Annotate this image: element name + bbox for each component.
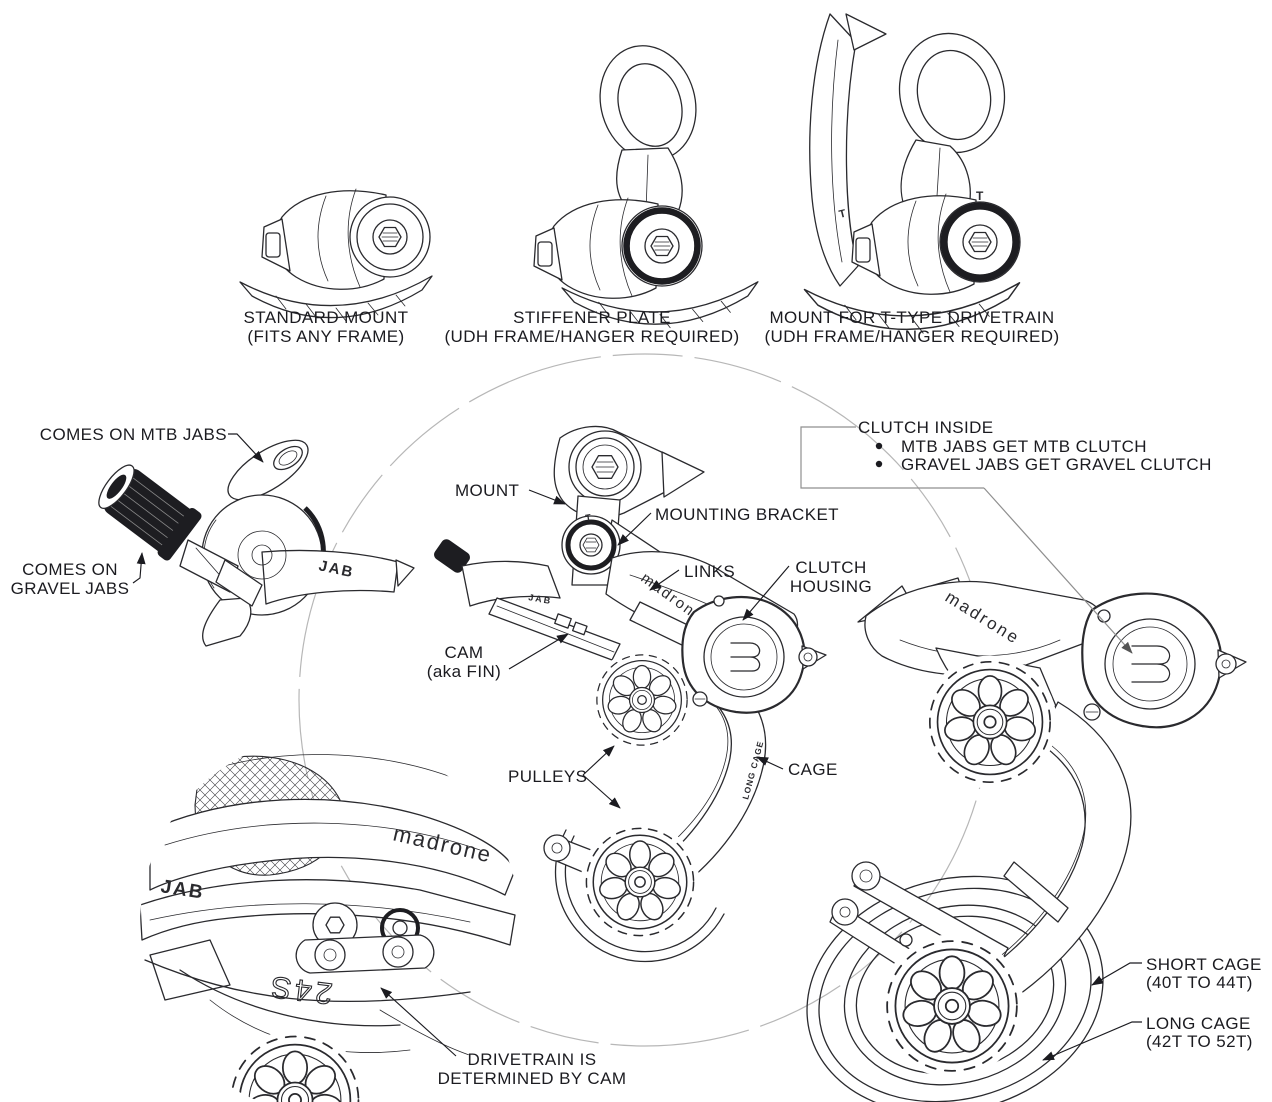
t-marking-right: T [976,189,984,203]
standard-mount-drawing [239,188,433,322]
standard-mount-caption-subtitle: (FITS ANY FRAME) [247,327,404,346]
leader-lines [132,426,1142,1061]
madrone-m-logo-icon [1131,645,1171,683]
label-mounting-bracket: MOUNTING BRACKET [655,505,839,524]
label-pulleys: PULLEYS [508,767,587,786]
mount-captions: STANDARD MOUNT (FITS ANY FRAME) STIFFENE… [244,308,1060,346]
t-type-caption-subtitle: (UDH FRAME/HANGER REQUIRED) [764,327,1059,346]
clutch-callout-box [800,426,984,489]
label-long-cage-line2: (42T TO 52T) [1146,1032,1253,1051]
leader-clutch-housing [742,565,790,621]
mount-plate [553,425,705,519]
label-clutch-housing-line2: HOUSING [790,577,872,596]
t-type-plate [809,13,887,287]
clutch-inside-callout: CLUTCH INSIDE MTB JABS GET MTB CLUTCH GR… [858,418,1212,474]
jab-bolt-assembly-drawing: JAB [98,439,415,647]
t-marking-left: T [838,208,848,221]
lower-pulley [579,821,701,943]
label-mount: MOUNT [455,481,519,500]
label-drivetrain-line2: DETERMINED BY CAM [438,1069,627,1088]
clutch-callout-bullet-2: GRAVEL JABS GET GRAVEL CLUTCH [901,455,1212,474]
leader-short-cage [1091,962,1142,986]
t-marking-center: T [585,512,593,523]
t-type-mount-drawing: T T [803,13,1021,334]
madrone-m-logo-icon [730,642,761,672]
leader-comes-on-gravel [132,552,146,584]
leader-cam [508,633,569,670]
label-clutch-housing-line1: CLUTCH [795,558,866,577]
stiffener-cap-ring [623,207,701,285]
cam-closeup-details [140,754,516,1102]
standard-mount-caption-title: STANDARD MOUNT [244,308,409,327]
leader-pulleys-upper [582,745,615,776]
right-cage-guards [806,875,1104,1102]
label-comes-on-gravel-line1: COMES ON [22,560,118,579]
center-jab-logotype: JAB [528,592,553,606]
bullet-icon [875,460,883,468]
upper-pulley [591,649,693,751]
label-links: LINKS [684,562,735,581]
label-cage: CAGE [788,760,838,779]
right-lower-pulley [879,933,1025,1079]
leader-comes-on-mtb [228,433,264,463]
stiffener-plate-caption-title: STIFFENER PLATE [513,308,671,327]
label-drivetrain-line1: DRIVETRAIN IS [468,1050,597,1069]
stiffener-plate-caption-subtitle: (UDH FRAME/HANGER REQUIRED) [444,327,739,346]
leader-long-cage [1042,1021,1142,1061]
clutch-callout-bullet-1: MTB JABS GET MTB CLUTCH [901,437,1147,456]
leader-pulleys-lower [582,774,621,809]
leader-mounting-bracket [617,512,652,546]
label-short-cage-line2: (40T TO 44T) [1146,973,1253,992]
t-type-ring [898,32,1006,223]
leader-clutch-inside [983,487,1133,654]
leader-cage [756,756,784,770]
standard-mount-barrel [261,188,431,290]
part-labels: COMES ON MTB JABS COMES ON GRAVEL JABS M… [11,425,1262,1088]
cam-engraving-text: 24S [265,969,334,1010]
right-upper-pulley [922,654,1058,790]
t-type-cap-ring [940,202,1020,282]
label-short-cage-line1: SHORT CAGE [1146,955,1262,974]
label-cam-line1: CAM [445,643,484,662]
label-comes-on-mtb: COMES ON MTB JABS [40,425,227,444]
leader-drivetrain-cam [380,987,457,1057]
right-derailleur-drawing: madrone [806,577,1247,1102]
leader-mount [528,489,566,505]
bullet-icon [875,442,883,450]
label-long-cage-line1: LONG CAGE [1146,1014,1251,1033]
stiffener-plate-drawing [533,45,759,329]
t-type-caption-title: MOUNT FOR T-TYPE DRIVETRAIN [769,308,1054,327]
bolt-shaft [179,539,263,607]
jab-bracket [201,439,415,647]
clutch-callout-title: CLUTCH INSIDE [858,418,994,437]
knurled-bolt [98,464,202,561]
label-comes-on-gravel-line2: GRAVEL JABS [11,579,130,598]
clutch-housing-part [681,595,827,714]
cam-fin-bar [434,539,621,661]
leader-links [649,569,680,591]
stiffener-plate-ring [599,45,697,216]
label-cam-line2: (aka FIN) [427,662,501,681]
cam-closeup-detail-drawing: madrone JAB 24S [140,754,516,1102]
right-clutch-housing [1081,592,1247,729]
